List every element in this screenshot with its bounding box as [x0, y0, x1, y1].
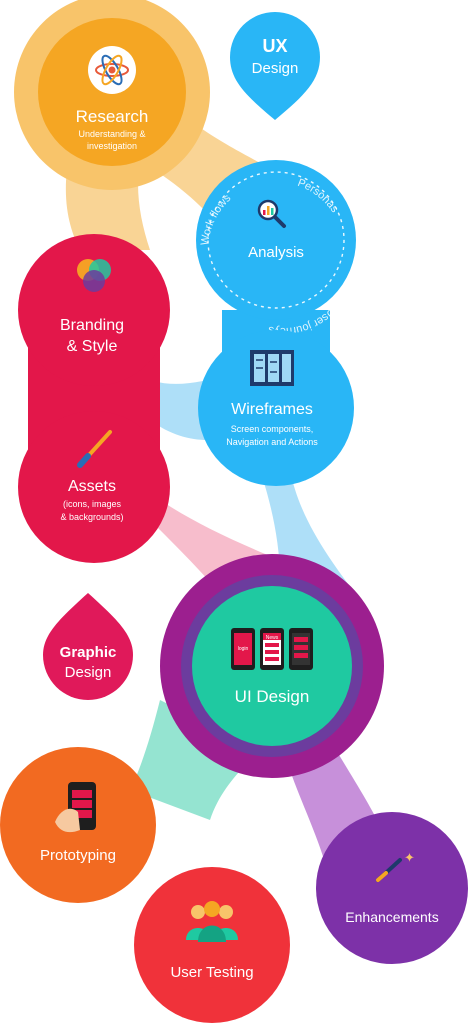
branding-title-line2: & Style [67, 338, 118, 355]
users-icon [186, 901, 238, 942]
prototyping-node[interactable]: Prototyping [0, 747, 156, 903]
screen-label-login: login [238, 646, 249, 652]
wireframe-icon [250, 350, 294, 386]
research-node[interactable]: Research Understanding & investigation [14, 0, 210, 190]
assets-subtitle-line1: (icons, images [63, 499, 122, 509]
color-circles-icon [77, 259, 111, 292]
user-testing-title: User Testing [170, 964, 253, 981]
screen-label-news: News [266, 635, 279, 641]
analysis-title: Analysis [248, 244, 304, 261]
branding-circle [18, 234, 170, 386]
analysis-dashed-ring [207, 171, 345, 309]
ui-design-node[interactable]: login News UI Design [160, 554, 384, 778]
ui-design-title: UI Design [235, 687, 310, 706]
graphic-badge-line2: Design [65, 664, 112, 681]
research-title: Research [76, 107, 149, 126]
enhancements-node[interactable]: ✦ Enhancements [316, 812, 468, 964]
wireframes-subtitle-line2: Navigation and Actions [226, 437, 318, 447]
enhancements-circle [316, 812, 468, 964]
wireframes-node[interactable]: Wireframes Screen components, Navigation… [198, 330, 354, 486]
atom-icon [88, 46, 136, 94]
phone-screens-icon: login News [231, 628, 313, 670]
enhancements-title: Enhancements [345, 909, 438, 925]
prototyping-title: Prototyping [40, 847, 116, 864]
magic-wand-icon: ✦ [376, 850, 415, 882]
connector-ui-prototyping [130, 700, 260, 820]
ux-design-badge: UX Design [230, 12, 320, 120]
ux-badge-line1: UX [262, 36, 287, 56]
research-subtitle-line1: Understanding & [78, 129, 145, 139]
ux-badge-line2: Design [252, 60, 299, 77]
magnifier-chart-icon [257, 199, 286, 228]
touch-phone-icon [55, 782, 96, 833]
wireframes-subtitle-line1: Screen components, [231, 424, 314, 434]
research-subtitle-line2: investigation [87, 141, 137, 151]
assets-node[interactable]: Assets (icons, images & backgrounds) [18, 411, 170, 563]
user-testing-node[interactable]: User Testing [134, 867, 290, 1023]
graphic-design-badge: Graphic Design [43, 593, 133, 700]
svg-text:✦: ✦ [404, 850, 415, 865]
assets-circle [18, 411, 170, 563]
branding-title-line1: Branding [60, 317, 124, 334]
assets-title: Assets [68, 478, 116, 495]
assets-subtitle-line2: & backgrounds) [60, 512, 123, 522]
paintbrush-icon [77, 430, 112, 468]
user-testing-circle [134, 867, 290, 1023]
analysis-circle [196, 160, 356, 320]
graphic-badge-line1: Graphic [60, 644, 117, 661]
wireframes-title: Wireframes [231, 401, 313, 418]
wireframes-circle [198, 330, 354, 486]
